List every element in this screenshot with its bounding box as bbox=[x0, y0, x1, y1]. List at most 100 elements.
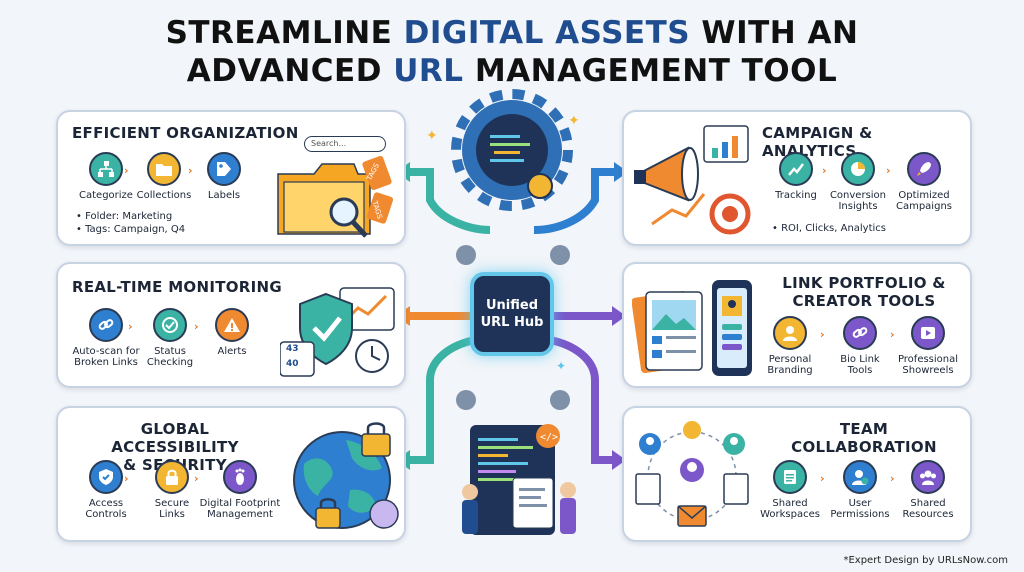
step-label: Optimized Campaigns bbox=[895, 190, 952, 212]
monitor-number: 40 bbox=[286, 359, 299, 369]
arrow-icon: › bbox=[124, 164, 129, 177]
card-title: TEAM COLLABORATION bbox=[766, 420, 962, 456]
step-digital-footprint: Digital Footprint Management bbox=[196, 460, 284, 520]
arrow-icon: › bbox=[820, 472, 825, 485]
search-bar: Search... bbox=[304, 136, 386, 152]
svg-text:</>: </> bbox=[540, 432, 558, 443]
gauge-check-icon bbox=[153, 308, 187, 342]
step-user-permissions: User Permissions bbox=[816, 460, 904, 520]
step-label: Tracking bbox=[775, 190, 817, 201]
shield-icon bbox=[89, 460, 123, 494]
step-shared-workspaces: Shared Workspaces bbox=[746, 460, 834, 520]
details-list: • ROI, Clicks, Analytics bbox=[772, 223, 887, 234]
step-label: Collections bbox=[136, 190, 192, 201]
step-label: Shared Resources bbox=[902, 498, 954, 520]
card-title-line: LINK PORTFOLIO & bbox=[782, 274, 946, 292]
footer-credit: *Expert Design by URLsNow.com bbox=[843, 555, 1008, 566]
step-categorize: Categorize bbox=[62, 152, 150, 201]
card-title-line: TEAM bbox=[839, 420, 889, 438]
small-gear-icon bbox=[527, 173, 553, 199]
chain-link-icon bbox=[89, 308, 123, 342]
gear-icon bbox=[550, 390, 570, 410]
step-bio-link-tools: Bio Link Tools bbox=[816, 316, 904, 376]
card-title: GLOBAL ACCESSIBILITY & SECURITY bbox=[80, 420, 270, 474]
hierarchy-icon bbox=[89, 152, 123, 186]
step-label: Personal Branding bbox=[767, 354, 813, 376]
card-title: REAL-TIME MONITORING bbox=[72, 278, 282, 296]
step-label: Alerts bbox=[217, 346, 247, 357]
globe-security-illustration bbox=[293, 422, 399, 529]
arrow-icon: › bbox=[890, 328, 895, 341]
card-title: LINK PORTFOLIO & CREATOR TOOLS bbox=[766, 274, 962, 310]
title-highlight: URL bbox=[393, 53, 464, 89]
footprint-icon bbox=[223, 460, 257, 494]
megaphone-illustration bbox=[634, 125, 751, 235]
step-label: Digital Footprint Management bbox=[199, 498, 281, 520]
step-label: Status Checking bbox=[146, 346, 194, 368]
title-highlight: DIGITAL ASSETS bbox=[403, 15, 691, 51]
sparkle-icon: ✦ bbox=[568, 113, 580, 129]
gear-icon bbox=[550, 245, 570, 265]
card-efficient-organization: EFFICIENT ORGANIZATION Categorize › Coll… bbox=[56, 110, 406, 246]
hub-label: Unified bbox=[485, 298, 539, 313]
step-label: Professional Showreels bbox=[897, 354, 959, 376]
lock-icon bbox=[155, 460, 189, 494]
monitor-number: 43 bbox=[286, 344, 299, 354]
arrow-icon: › bbox=[886, 164, 891, 177]
card-campaign-analytics: CAMPAIGN & ANALYTICS Tracking › Conversi… bbox=[622, 110, 972, 246]
detail-item: ROI, Clicks, Analytics bbox=[781, 223, 887, 234]
group-icon bbox=[911, 460, 945, 494]
step-status-checking: Status Checking bbox=[126, 308, 214, 368]
step-optimized-campaigns: Optimized Campaigns bbox=[880, 152, 968, 212]
warning-icon bbox=[215, 308, 249, 342]
arrow-icon: › bbox=[128, 320, 133, 333]
step-label: Categorize bbox=[79, 190, 133, 201]
step-personal-branding: Personal Branding bbox=[746, 316, 834, 376]
step-label: Auto-scan for Broken Links bbox=[72, 346, 140, 368]
step-conversion-insights: Conversion Insights bbox=[814, 152, 902, 212]
title-text: STREAMLINE bbox=[165, 15, 404, 51]
step-label: Shared Workspaces bbox=[760, 498, 820, 520]
card-title-line: CREATOR TOOLS bbox=[792, 292, 936, 310]
arrow-icon: › bbox=[188, 164, 193, 177]
arrow-icon: › bbox=[194, 472, 199, 485]
step-alerts: Alerts bbox=[188, 308, 276, 357]
arrow-to-organization bbox=[402, 168, 491, 234]
card-title: EFFICIENT ORGANIZATION bbox=[72, 124, 299, 142]
person-icon bbox=[773, 316, 807, 350]
hub-label: URL Hub bbox=[480, 315, 544, 330]
unified-url-hub: Unified URL Hub bbox=[470, 272, 554, 356]
rocket-icon bbox=[907, 152, 941, 186]
gear-icon bbox=[456, 245, 476, 265]
arrow-to-team bbox=[549, 336, 618, 464]
card-title-line: GLOBAL ACCESSIBILITY bbox=[111, 420, 239, 456]
step-shared-resources: Shared Resources bbox=[884, 460, 972, 520]
sparkle-icon: ✦ bbox=[426, 128, 438, 144]
detail-item: Tags: Campaign, Q4 bbox=[85, 224, 186, 235]
gear-icon bbox=[456, 390, 476, 410]
shield-check-illustration bbox=[280, 287, 395, 377]
step-secure-links: Secure Links bbox=[128, 460, 216, 520]
shared-document-icon bbox=[773, 460, 807, 494]
step-label: Conversion Insights bbox=[829, 190, 887, 212]
arrow-icon: › bbox=[822, 164, 827, 177]
step-tracking: Tracking bbox=[752, 152, 840, 201]
user-check-icon bbox=[843, 460, 877, 494]
card-global-accessibility: GLOBAL ACCESSIBILITY & SECURITY Access C… bbox=[56, 406, 406, 542]
details-list: • Folder: Marketing • Tags: Campaign, Q4 bbox=[76, 211, 186, 235]
card-link-portfolio: LINK PORTFOLIO & CREATOR TOOLS Personal … bbox=[622, 262, 972, 388]
sparkle-icon: ✦ bbox=[556, 359, 566, 373]
step-auto-scan: Auto-scan for Broken Links bbox=[62, 308, 150, 368]
title-text: ADVANCED bbox=[186, 53, 394, 89]
arrow-to-global bbox=[404, 336, 476, 464]
folder-icon bbox=[147, 152, 181, 186]
detail-item: Folder: Marketing bbox=[85, 211, 173, 222]
showreel-icon bbox=[911, 316, 945, 350]
trend-chart-icon bbox=[779, 152, 813, 186]
arrow-icon: › bbox=[820, 328, 825, 341]
arrow-to-campaign bbox=[533, 168, 620, 234]
step-label: Access Controls bbox=[85, 498, 127, 520]
step-label: Labels bbox=[207, 190, 241, 201]
title-text: WITH AN bbox=[690, 15, 859, 51]
